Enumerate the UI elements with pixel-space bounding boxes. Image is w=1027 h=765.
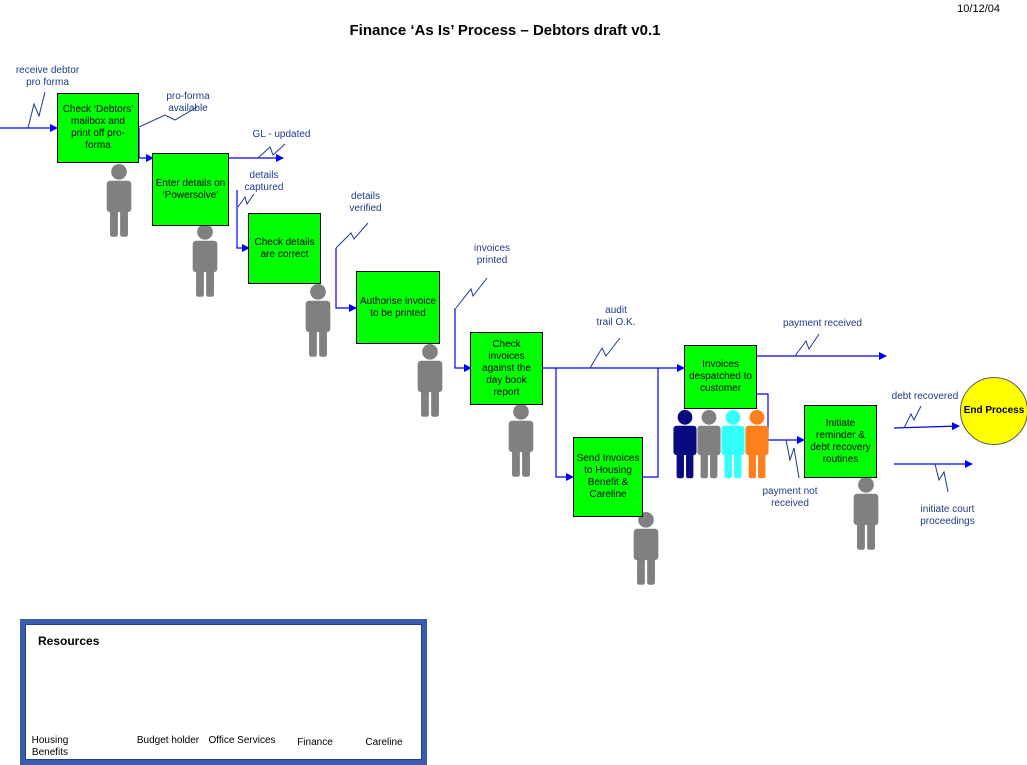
- finance-person-6: [633, 512, 659, 585]
- finance-person-4: [417, 344, 443, 417]
- date-stamp: 10/12/04: [957, 3, 1000, 15]
- label-audit-trail: audit trail O.K.: [596, 305, 636, 328]
- legend-title: Resources: [38, 634, 100, 648]
- legend-panel: Resources Housing Benefits Budget holder…: [25, 624, 422, 760]
- label-pro-forma-available: pro-forma available: [166, 91, 210, 114]
- flow-connectors: [0, 124, 973, 481]
- office-services-person: [673, 410, 697, 479]
- label-payment-received: payment received: [783, 318, 862, 329]
- step-check-details: Check details are correct: [248, 213, 321, 284]
- legend-label-careline: Careline: [365, 737, 403, 748]
- label-initiate-court: initiate court proceedings: [920, 504, 975, 527]
- legend-label-finance: Finance: [297, 737, 333, 748]
- finance-person-2: [192, 224, 218, 297]
- label-gl-updated: GL - updated: [252, 129, 311, 140]
- end-process-circle: End Process: [960, 377, 1027, 445]
- careline-person: [721, 410, 745, 479]
- label-leaders: [27, 91, 949, 493]
- step-authorise-invoice: Authorise invoice to be printed: [356, 271, 440, 344]
- label-invoices-printed: invoices printed: [473, 243, 511, 266]
- finance-person-5: [508, 404, 534, 477]
- finance-person-1: [106, 164, 132, 237]
- label-payment-not-received: payment not received: [762, 486, 818, 509]
- label-receive-debtor: receive debtor pro forma: [15, 65, 80, 88]
- step-initiate-reminder: Initiate reminder & debt recovery routin…: [804, 405, 877, 478]
- finance-person-7: [697, 410, 721, 479]
- label-debt-recovered: debt recovered: [891, 391, 959, 402]
- legend-label-housing-benefits: Housing Benefits: [31, 735, 69, 758]
- resources-legend: Resources Housing Benefits Budget holder…: [20, 619, 427, 765]
- legend-label-office-services: Office Services: [208, 735, 276, 746]
- finance-person-3: [305, 284, 331, 357]
- legend-label-budget-holder: Budget holder: [136, 735, 200, 746]
- step-check-mailbox: Check ‘Debtors’ mailbox and print off pr…: [57, 93, 139, 163]
- finance-person-8: [853, 477, 879, 550]
- step-enter-details: Enter details on ‘Powersolve’: [152, 153, 229, 226]
- step-send-invoices: Send Invoices to Housing Benefit & Carel…: [573, 437, 643, 517]
- housing-benefits-person: [745, 410, 769, 479]
- step-invoices-despatched: Invoices despatched to customer: [684, 345, 757, 409]
- label-details-captured: details captured: [244, 170, 284, 193]
- diagram-title: Finance ‘As Is’ Process – Debtors draft …: [349, 22, 661, 39]
- label-details-verified: details verified: [349, 191, 382, 214]
- step-check-invoices: Check invoices against the day book repo…: [470, 332, 543, 405]
